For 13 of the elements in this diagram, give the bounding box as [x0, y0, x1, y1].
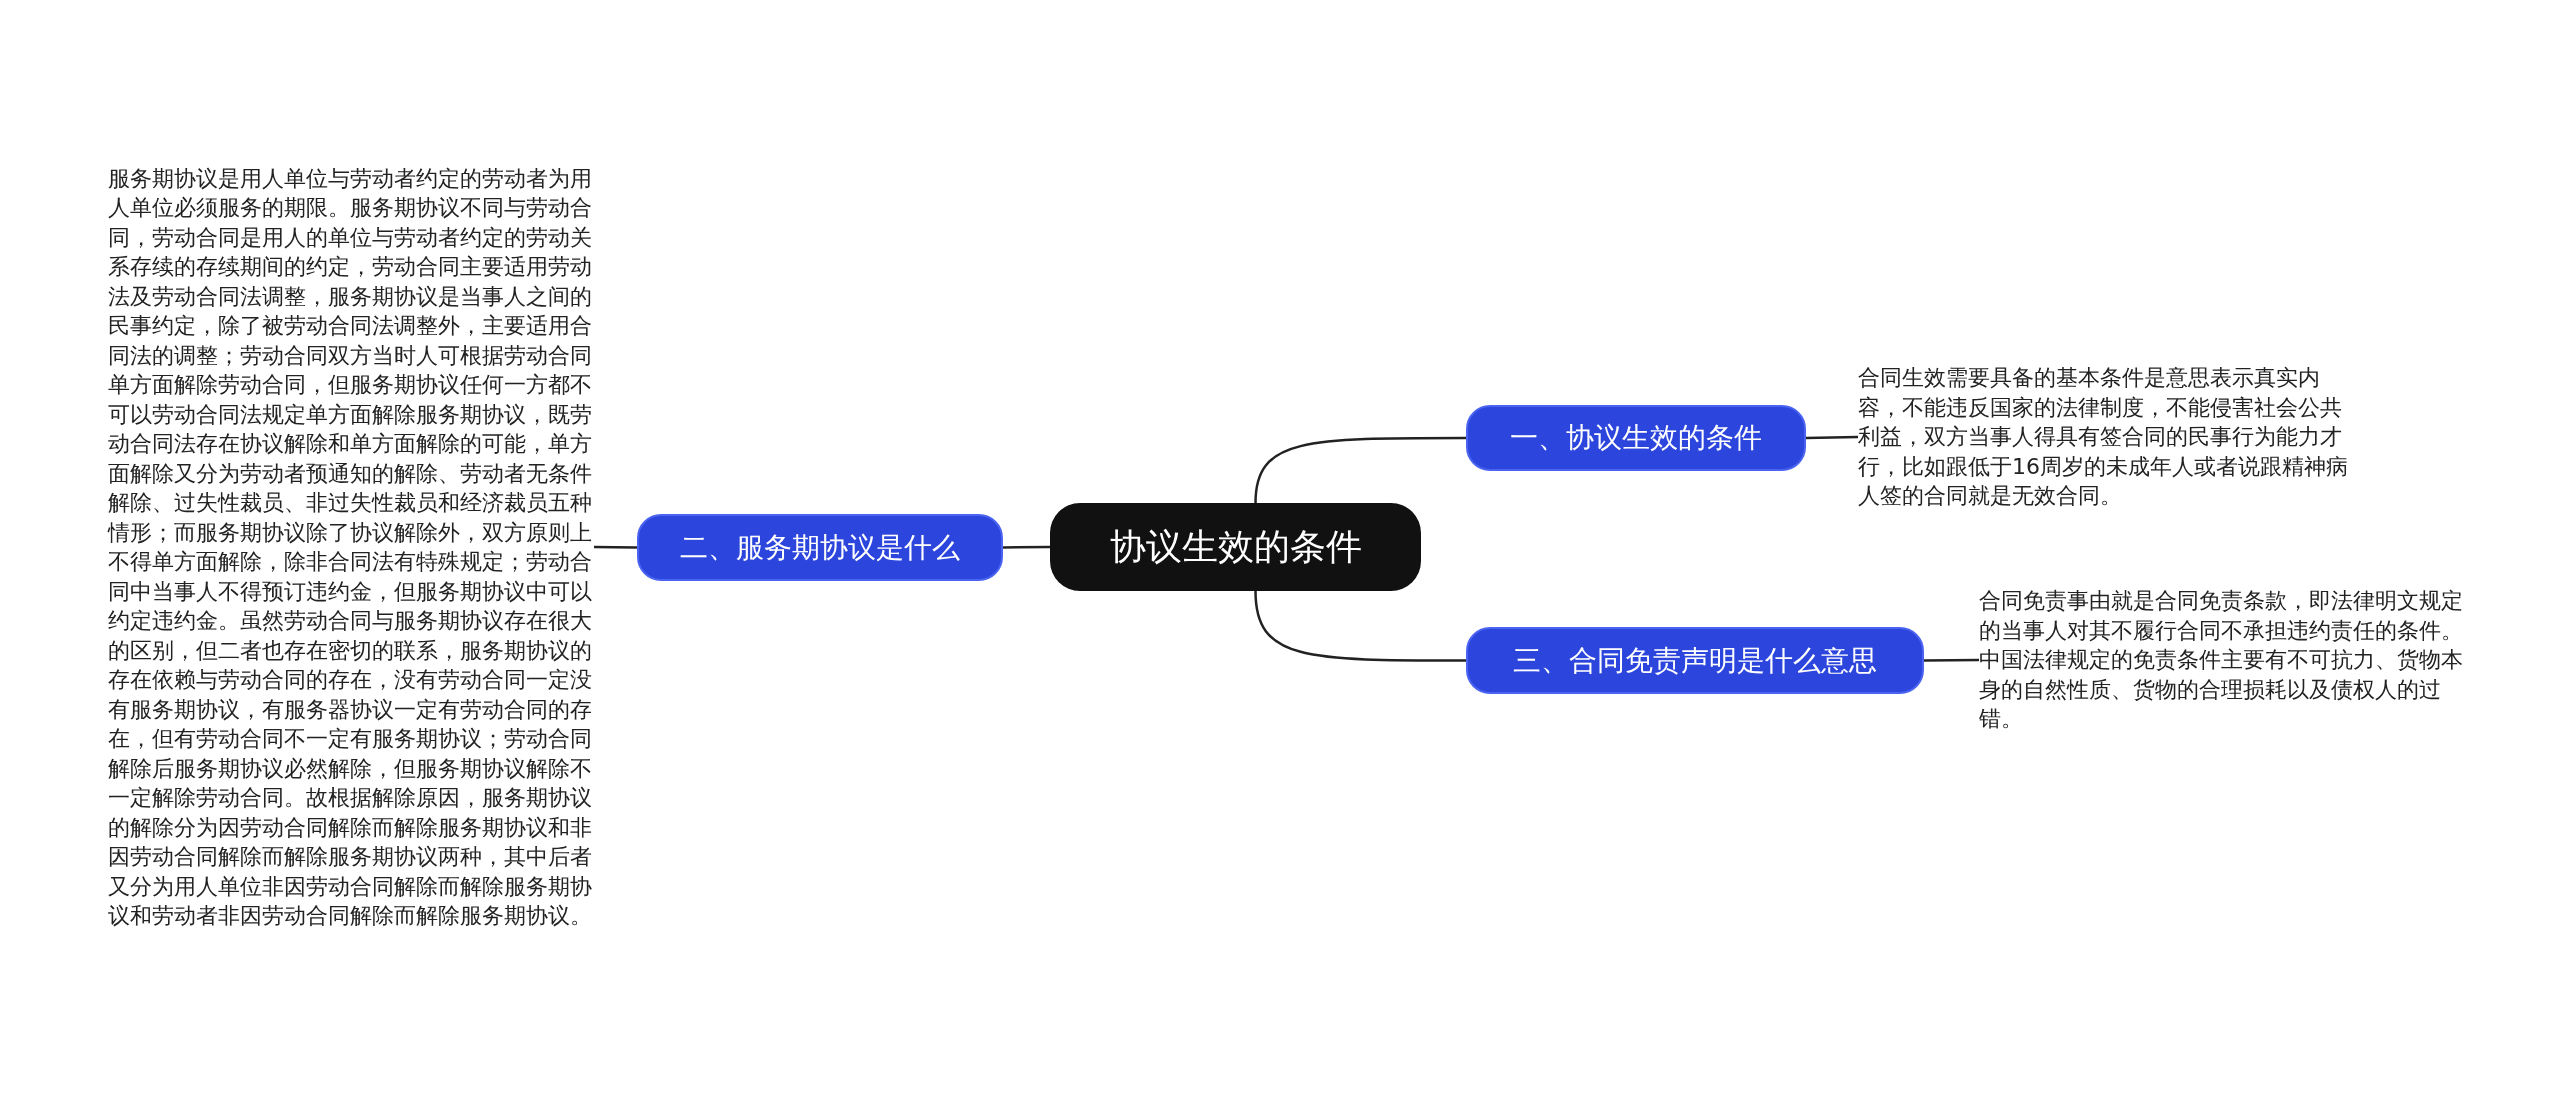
connector-line	[1924, 658, 1979, 662]
note-text: 合同生效需要具备的基本条件是意思表示真实内容，不能违反国家的法律制度，不能侵害社会公共利益，双方当事人得具有签合同的民事行为能力才行，比如跟低于16周岁的未成年人或者说跟精神病人签的合同就是无效合同。	[1858, 363, 2348, 511]
connector-line	[594, 545, 637, 549]
note-text: 合同免责事由就是合同免责条款，即法律明文规定的当事人对其不履行合同不承担违约责任的条件。中国法律规定的免责条件主要有不可抗力、货物本身的自然性质、货物的合理损耗以及债权人的过错。	[1979, 586, 2465, 734]
topic-pill: 一、协议生效的条件	[1466, 405, 1806, 471]
topic-pill: 二、服务期协议是什么	[637, 514, 1003, 581]
connector-line	[1003, 545, 1050, 549]
note-text: 服务期协议是用人单位与劳动者约定的劳动者为用人单位必须服务的期限。服务期协议不同与劳动合同，劳动合同是用人的单位与劳动者约定的劳动关系存续的存续期间的约定，劳动合同主要适用劳动法及劳动合同法调整，服务期协议是当事人之间的民事约定，除了被劳动合同法调整外，主要适用合同法的调整；劳动合同双方当时人可根据劳动合同单方面解除劳动合同，但服务期协议任何一方都不可以劳动合同法规定单方面解除服务期协议，既劳动合同法存在协议解除和单方面解除的可能，单方面解除又分为劳动者预通知的解除、劳动者无条件解除、过失性裁员、非过失性裁员和经济裁员五种情形；而服务期协议除了协议解除外，双方原则上不得单方面解除，除非合同法有特殊规定；劳动合同中当事人不得预订违约金，但服务期协议中可以约定违约金。虽然劳动合同与服务期协议存在很大的区别，但二者也存在密切的联系，服务期协议的存在依赖与劳动合同的存在，没有劳动合同一定没有服务期协议，有服务器协议一定有劳动合同的存在，但有劳动合同不一定有服务期协议；劳动合同解除后服务期协议必然解除，但服务期协议解除不一定解除劳动合同。故根据解除原因，服务期协议的解除分为因劳动合同解除而解除服务期协议和非因劳动合同解除而解除服务期协议两种，其中后者又分为用人单位非因劳动合同解除而解除服务期协议和劳动者非因劳动合同解除而解除服务期协议。	[108, 163, 594, 931]
topic-pill: 三、合同免责声明是什么意思	[1466, 627, 1924, 694]
connector-line	[1254, 436, 1466, 504]
root-topic: 协议生效的条件	[1050, 503, 1421, 591]
connector-line	[1805, 435, 1859, 440]
connector-line	[1254, 590, 1466, 662]
